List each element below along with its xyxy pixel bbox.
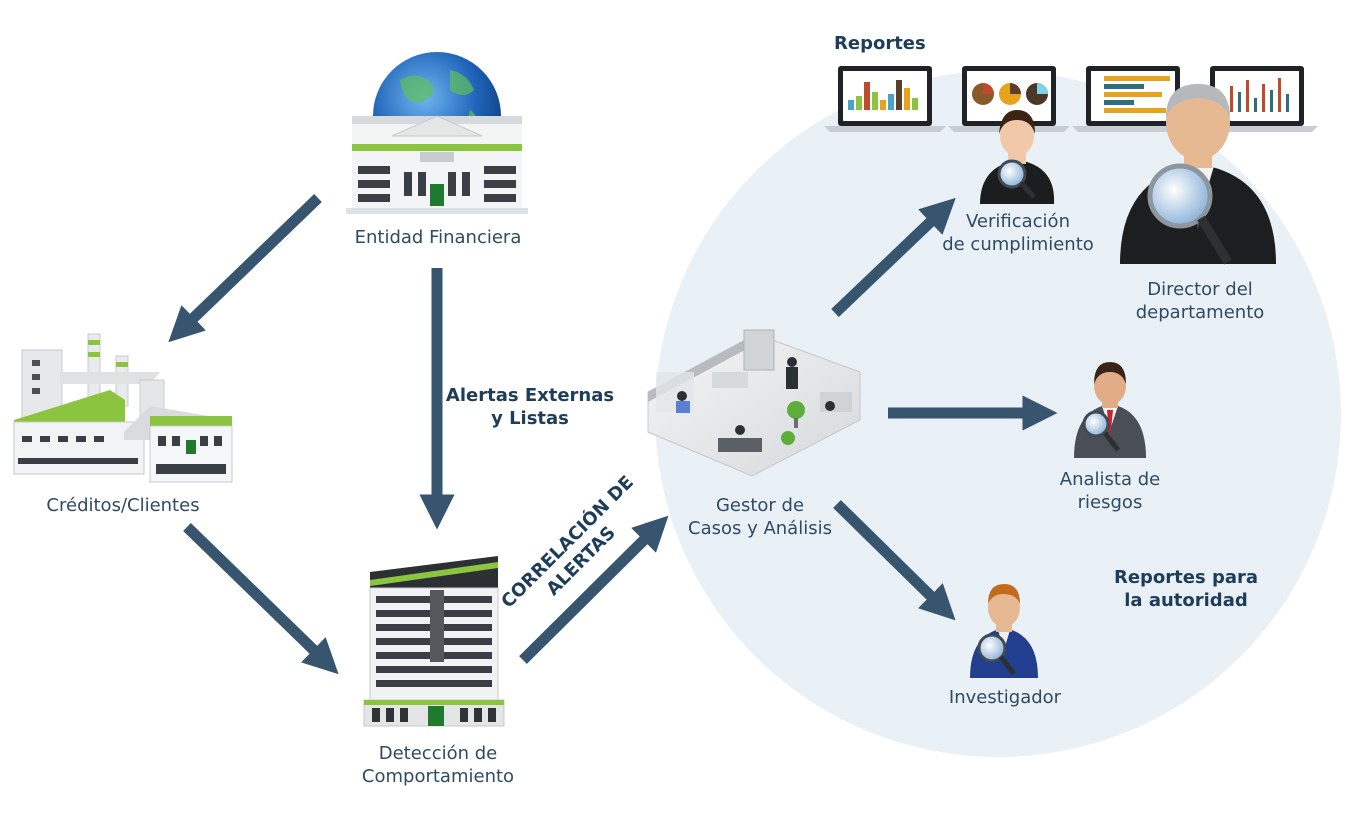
- label-risk-analyst: Analista de riesgos: [1010, 468, 1210, 514]
- label-authority-reports-line2: la autoridad: [1124, 590, 1248, 611]
- arrow-bank-to-credits: [168, 194, 322, 343]
- bank-building-with-globe-icon: [346, 52, 528, 214]
- woman-with-magnifier-icon: [980, 110, 1055, 204]
- arrow-detection-to-case-manager: [519, 515, 669, 664]
- reports-label: Reportes: [834, 33, 926, 54]
- man-blue-suit-magnifier-icon: [970, 584, 1038, 678]
- flow-arrows: [168, 194, 1058, 675]
- senior-man-with-magnifier-icon: [1120, 84, 1276, 265]
- label-external-alerts-line2: y Listas: [491, 408, 569, 429]
- label-credits-clients: Créditos/Clientes: [46, 495, 200, 516]
- arrow-case-manager-to-compliance: [831, 197, 956, 317]
- label-compliance-line2: de cumplimiento: [942, 234, 1094, 255]
- label-risk-analyst-line2: riesgos: [1077, 492, 1143, 513]
- arrow-case-manager-to-investigator: [833, 500, 956, 621]
- label-case-manager-line2: Casos y Análisis: [688, 518, 832, 539]
- office-workspace-icon: [647, 329, 861, 477]
- label-behavior-detection-line1: Detección de: [378, 743, 498, 764]
- label-director: Director del departamento: [1100, 278, 1300, 324]
- label-external-alerts: Alertas Externas y Listas: [440, 384, 620, 430]
- label-authority-reports: Reportes para la autoridad: [1096, 566, 1276, 612]
- label-case-manager-line1: Gestor de: [715, 495, 805, 516]
- label-compliance-line1: Verificación: [966, 211, 1070, 232]
- label-financial-entity: Entidad Financiera: [354, 227, 522, 248]
- label-director-line2: departamento: [1135, 302, 1265, 323]
- label-investigator: Investigador: [948, 687, 1062, 708]
- office-tower-icon: [363, 556, 505, 727]
- label-case-manager: Gestor de Casos y Análisis: [660, 494, 860, 540]
- label-director-line1: Director del: [1147, 279, 1253, 300]
- label-external-alerts-line1: Alertas Externas: [445, 385, 615, 406]
- label-authority-reports-line1: Reportes para: [1113, 567, 1259, 588]
- label-compliance: Verificación de cumplimiento: [918, 210, 1118, 256]
- label-behavior-detection-line2: Comportamiento: [361, 766, 515, 787]
- arrow-credits-to-detection: [183, 523, 339, 675]
- label-risk-analyst-line1: Analista de: [1059, 469, 1161, 490]
- factory-icon: [13, 333, 233, 483]
- label-behavior-detection: Detección de Comportamiento: [338, 742, 538, 788]
- man-red-tie-magnifier-icon: [1074, 362, 1146, 458]
